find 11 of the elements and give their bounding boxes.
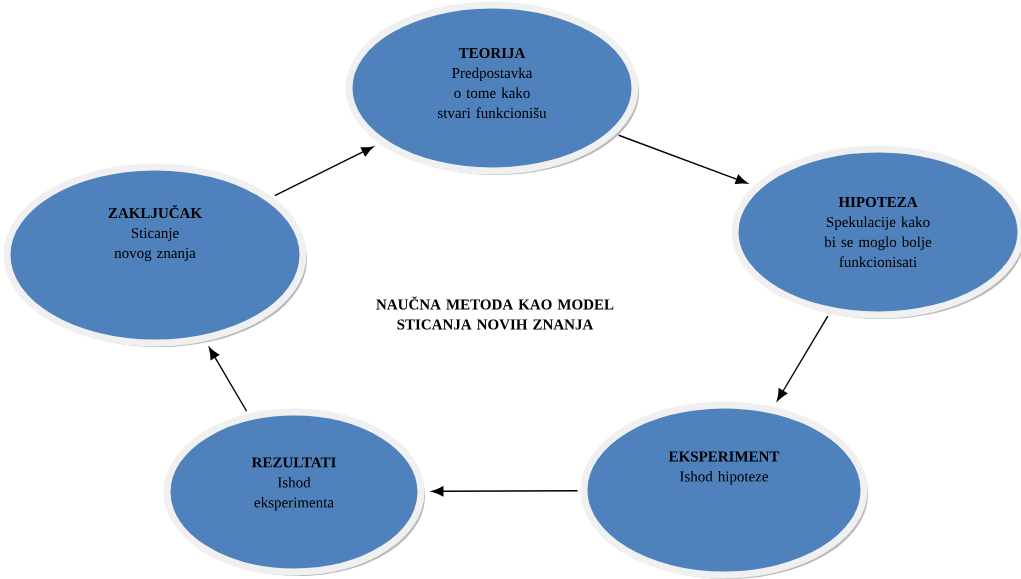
- ellipse-node: EKSPERIMENT Ishod hipoteze: [580, 401, 868, 579]
- ellipse-node: ZAKLJUČAK Sticanje novog znanja: [3, 163, 307, 347]
- arrow: [776, 315, 829, 401]
- ellipse-node: TEORIJA Predpostavka o tome kako stvari funkcionišu: [345, 1, 639, 175]
- arrow: [208, 347, 248, 412]
- arrow: [431, 486, 579, 497]
- arrow: [617, 134, 748, 185]
- diagram-title: NAUČNA METODA KAO MODEL STICANJA NOVIH ZNANJA: [376, 296, 614, 330]
- arrow: [274, 146, 374, 197]
- ellipse-node: HIPOTEZA Spekulacije kako bi se moglo bolje funkcionisati: [731, 145, 1021, 319]
- ellipse-node: REZULTATI Ishod eksperimenta: [163, 408, 425, 576]
